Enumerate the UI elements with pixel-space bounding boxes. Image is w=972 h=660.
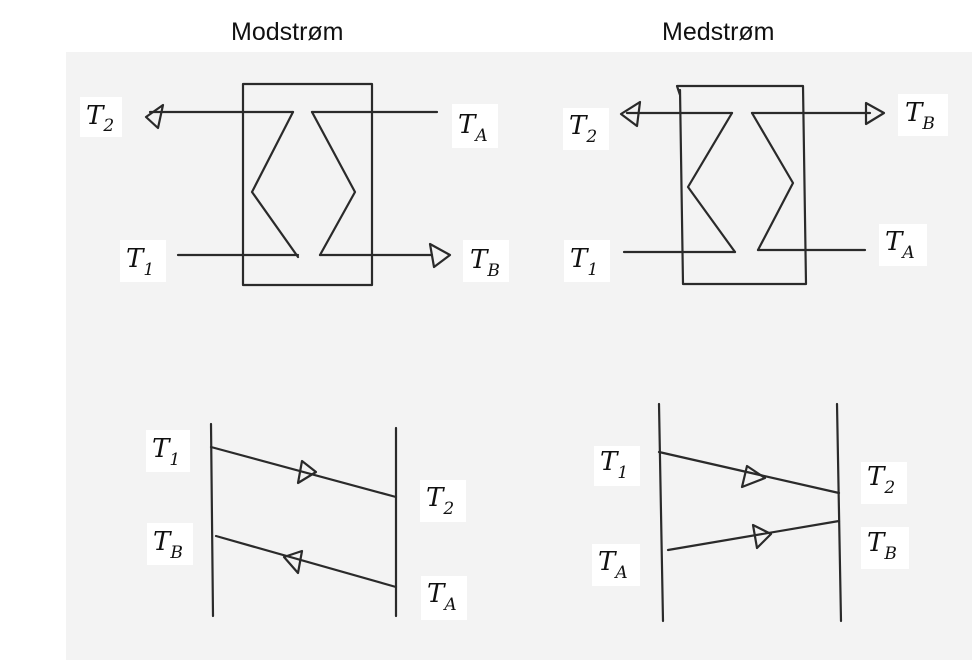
zigzag-cold-left — [310, 110, 357, 257]
label-TA-top-right: TA — [885, 227, 915, 263]
title-medstrom: Medstrøm — [662, 18, 775, 46]
arrowhead-right-icon — [751, 523, 773, 550]
arrowhead-right-icon — [428, 242, 452, 269]
label-TB-bottom-right: TB — [867, 528, 897, 564]
label-T2-top-left: T2 — [86, 101, 114, 136]
label-T1-top-right: T1 — [570, 244, 598, 280]
arrowhead-left-icon — [619, 100, 642, 128]
profile-hot-line-right — [657, 450, 841, 495]
arrowhead-right-icon — [296, 459, 318, 485]
profile-cold-line-left — [214, 534, 398, 589]
label-TB-top-left: TB — [470, 245, 500, 281]
zigzag-cold-right — [750, 111, 795, 252]
label-TB-bottom-left: TB — [153, 527, 183, 563]
zigzag-hot-right — [686, 111, 737, 254]
parallelflow-profile — [657, 402, 843, 623]
counterflow-profile — [209, 422, 398, 618]
diagram-paper-background — [66, 52, 972, 660]
temperature-labels: T2 TA T1 TB T2 TB T1 TA — [80, 94, 948, 620]
profile-cold-line-right — [666, 519, 841, 552]
profile-outlet-axis-right — [835, 402, 843, 623]
parallelflow-exchanger — [619, 84, 886, 286]
label-TA-top-left: TA — [458, 110, 488, 146]
counterflow-exchanger — [144, 82, 452, 287]
arrowhead-left-icon — [282, 549, 304, 575]
label-TA-bottom-right: TA — [598, 547, 628, 583]
profile-inlet-axis-left — [209, 422, 215, 618]
arrowhead-right-icon — [864, 101, 886, 126]
label-T2-bottom-left: T2 — [426, 483, 454, 519]
label-T2-top-right: T2 — [569, 111, 597, 147]
profile-hot-line-left — [209, 445, 398, 499]
arrowhead-left-icon — [144, 103, 165, 130]
exchanger-box-left — [241, 82, 374, 287]
arrowhead-right-icon — [740, 464, 767, 489]
profile-inlet-axis-right — [657, 402, 665, 623]
label-TA-bottom-left: TA — [427, 579, 457, 615]
label-T2-bottom-right: T2 — [867, 462, 895, 498]
label-T1-top-left: T1 — [126, 244, 154, 280]
title-modstrom: Modstrøm — [231, 18, 344, 46]
label-TB-top-right: TB — [905, 98, 935, 134]
label-T1-bottom-left: T1 — [152, 434, 180, 470]
exchanger-box-right — [675, 84, 808, 286]
zigzag-hot-left — [250, 110, 300, 259]
label-T1-bottom-right: T1 — [600, 447, 628, 483]
